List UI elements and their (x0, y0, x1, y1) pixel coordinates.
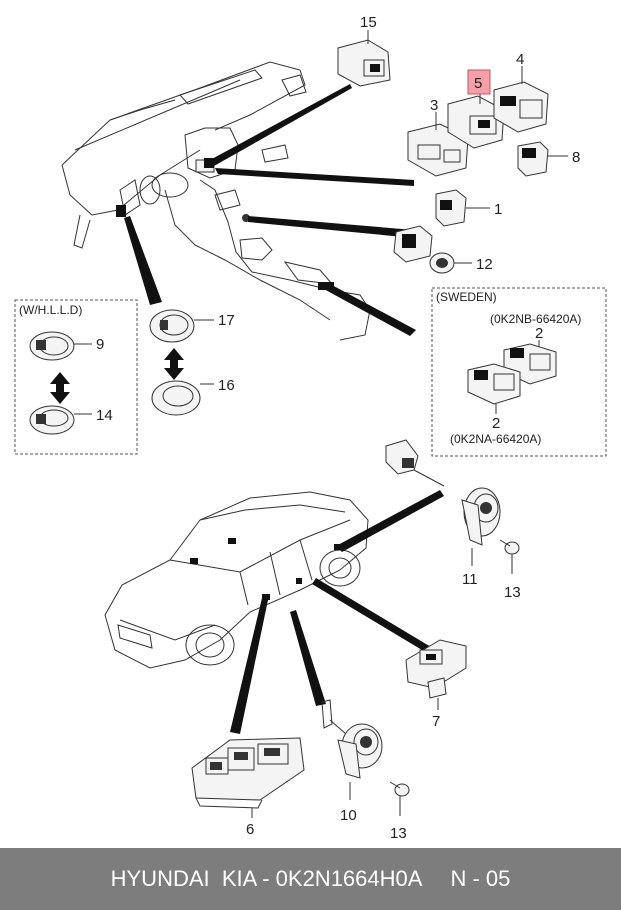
callout-11: 11 (462, 571, 478, 588)
callout-4: 4 (516, 51, 524, 68)
part-12-lighter: 12 (393, 225, 493, 274)
part-13-screw-lower: 13 (389, 781, 410, 842)
part-16-switch: 16 (151, 377, 235, 416)
callout-9: 9 (96, 336, 104, 353)
callout-5: 5 (474, 75, 482, 92)
part-6-power-window-switch: 6 (191, 737, 305, 838)
callout-8: 8 (572, 149, 580, 166)
sweden-option-box: (SWEDEN) (0K2NB-66420A) 2 2 (0K2NA-66420… (431, 287, 607, 457)
part-17-switch: 17 (149, 309, 235, 343)
dashboard-leader-lines (124, 84, 416, 336)
callout-7: 7 (432, 713, 440, 730)
callout-14: 14 (96, 407, 113, 424)
car-illustration (104, 491, 369, 669)
part-1-switch: 1 (435, 189, 502, 227)
callout-10: 10 (340, 807, 357, 824)
switch-parts-diagram: 15 3 5 4 8 1 (14, 14, 607, 842)
callout-2-lower: 2 (492, 415, 500, 432)
part-3-switch: 3 (407, 97, 469, 177)
callout-17: 17 (218, 312, 235, 329)
callout-5-highlight (467, 69, 491, 95)
footer-part-number: HYUNDAI KIA - 0K2N1664H0A (110, 866, 423, 891)
callout-13-upper: 13 (504, 584, 521, 601)
hlld-option-box: (W/H.L.L.D) 9 14 (14, 299, 138, 455)
callout-12: 12 (476, 256, 493, 273)
callout-13-lower: 13 (390, 825, 407, 842)
part-7-switch: 7 (405, 639, 467, 730)
double-arrow-icon (50, 372, 70, 404)
part-11-mirror-switch: 11 (385, 439, 501, 588)
double-arrow-icon (164, 348, 184, 380)
sweden-part-number-a: (0K2NA-66420A) (450, 432, 541, 446)
part-10-mirror-switch: 10 (321, 699, 383, 824)
footer-page-number: N - 05 (450, 866, 511, 891)
part-15-switch: 15 (337, 14, 391, 87)
part-5-switch: 5 (447, 69, 505, 149)
callout-2-upper: 2 (535, 325, 543, 342)
callout-3: 3 (430, 97, 438, 114)
callout-15: 15 (360, 14, 377, 31)
car-leader-lines (230, 490, 444, 734)
part-9-switch: 9 (29, 331, 104, 361)
part-13-screw-upper: 13 (499, 539, 521, 601)
part-14-switch: 14 (29, 405, 113, 435)
callout-1: 1 (494, 201, 502, 218)
sweden-part-number-b: (0K2NB-66420A) (490, 312, 581, 326)
part-8-switch: 8 (517, 141, 580, 177)
footer-bar: HYUNDAI KIA - 0K2N1664H0A N - 05 (0, 848, 621, 910)
callout-16: 16 (218, 377, 235, 394)
callout-6: 6 (246, 821, 254, 838)
part-4-switch: 4 (493, 51, 549, 133)
hlld-box-label: (W/H.L.L.D) (19, 303, 82, 317)
part-2-switch-a (467, 363, 521, 405)
sweden-box-label: (SWEDEN) (436, 290, 497, 304)
